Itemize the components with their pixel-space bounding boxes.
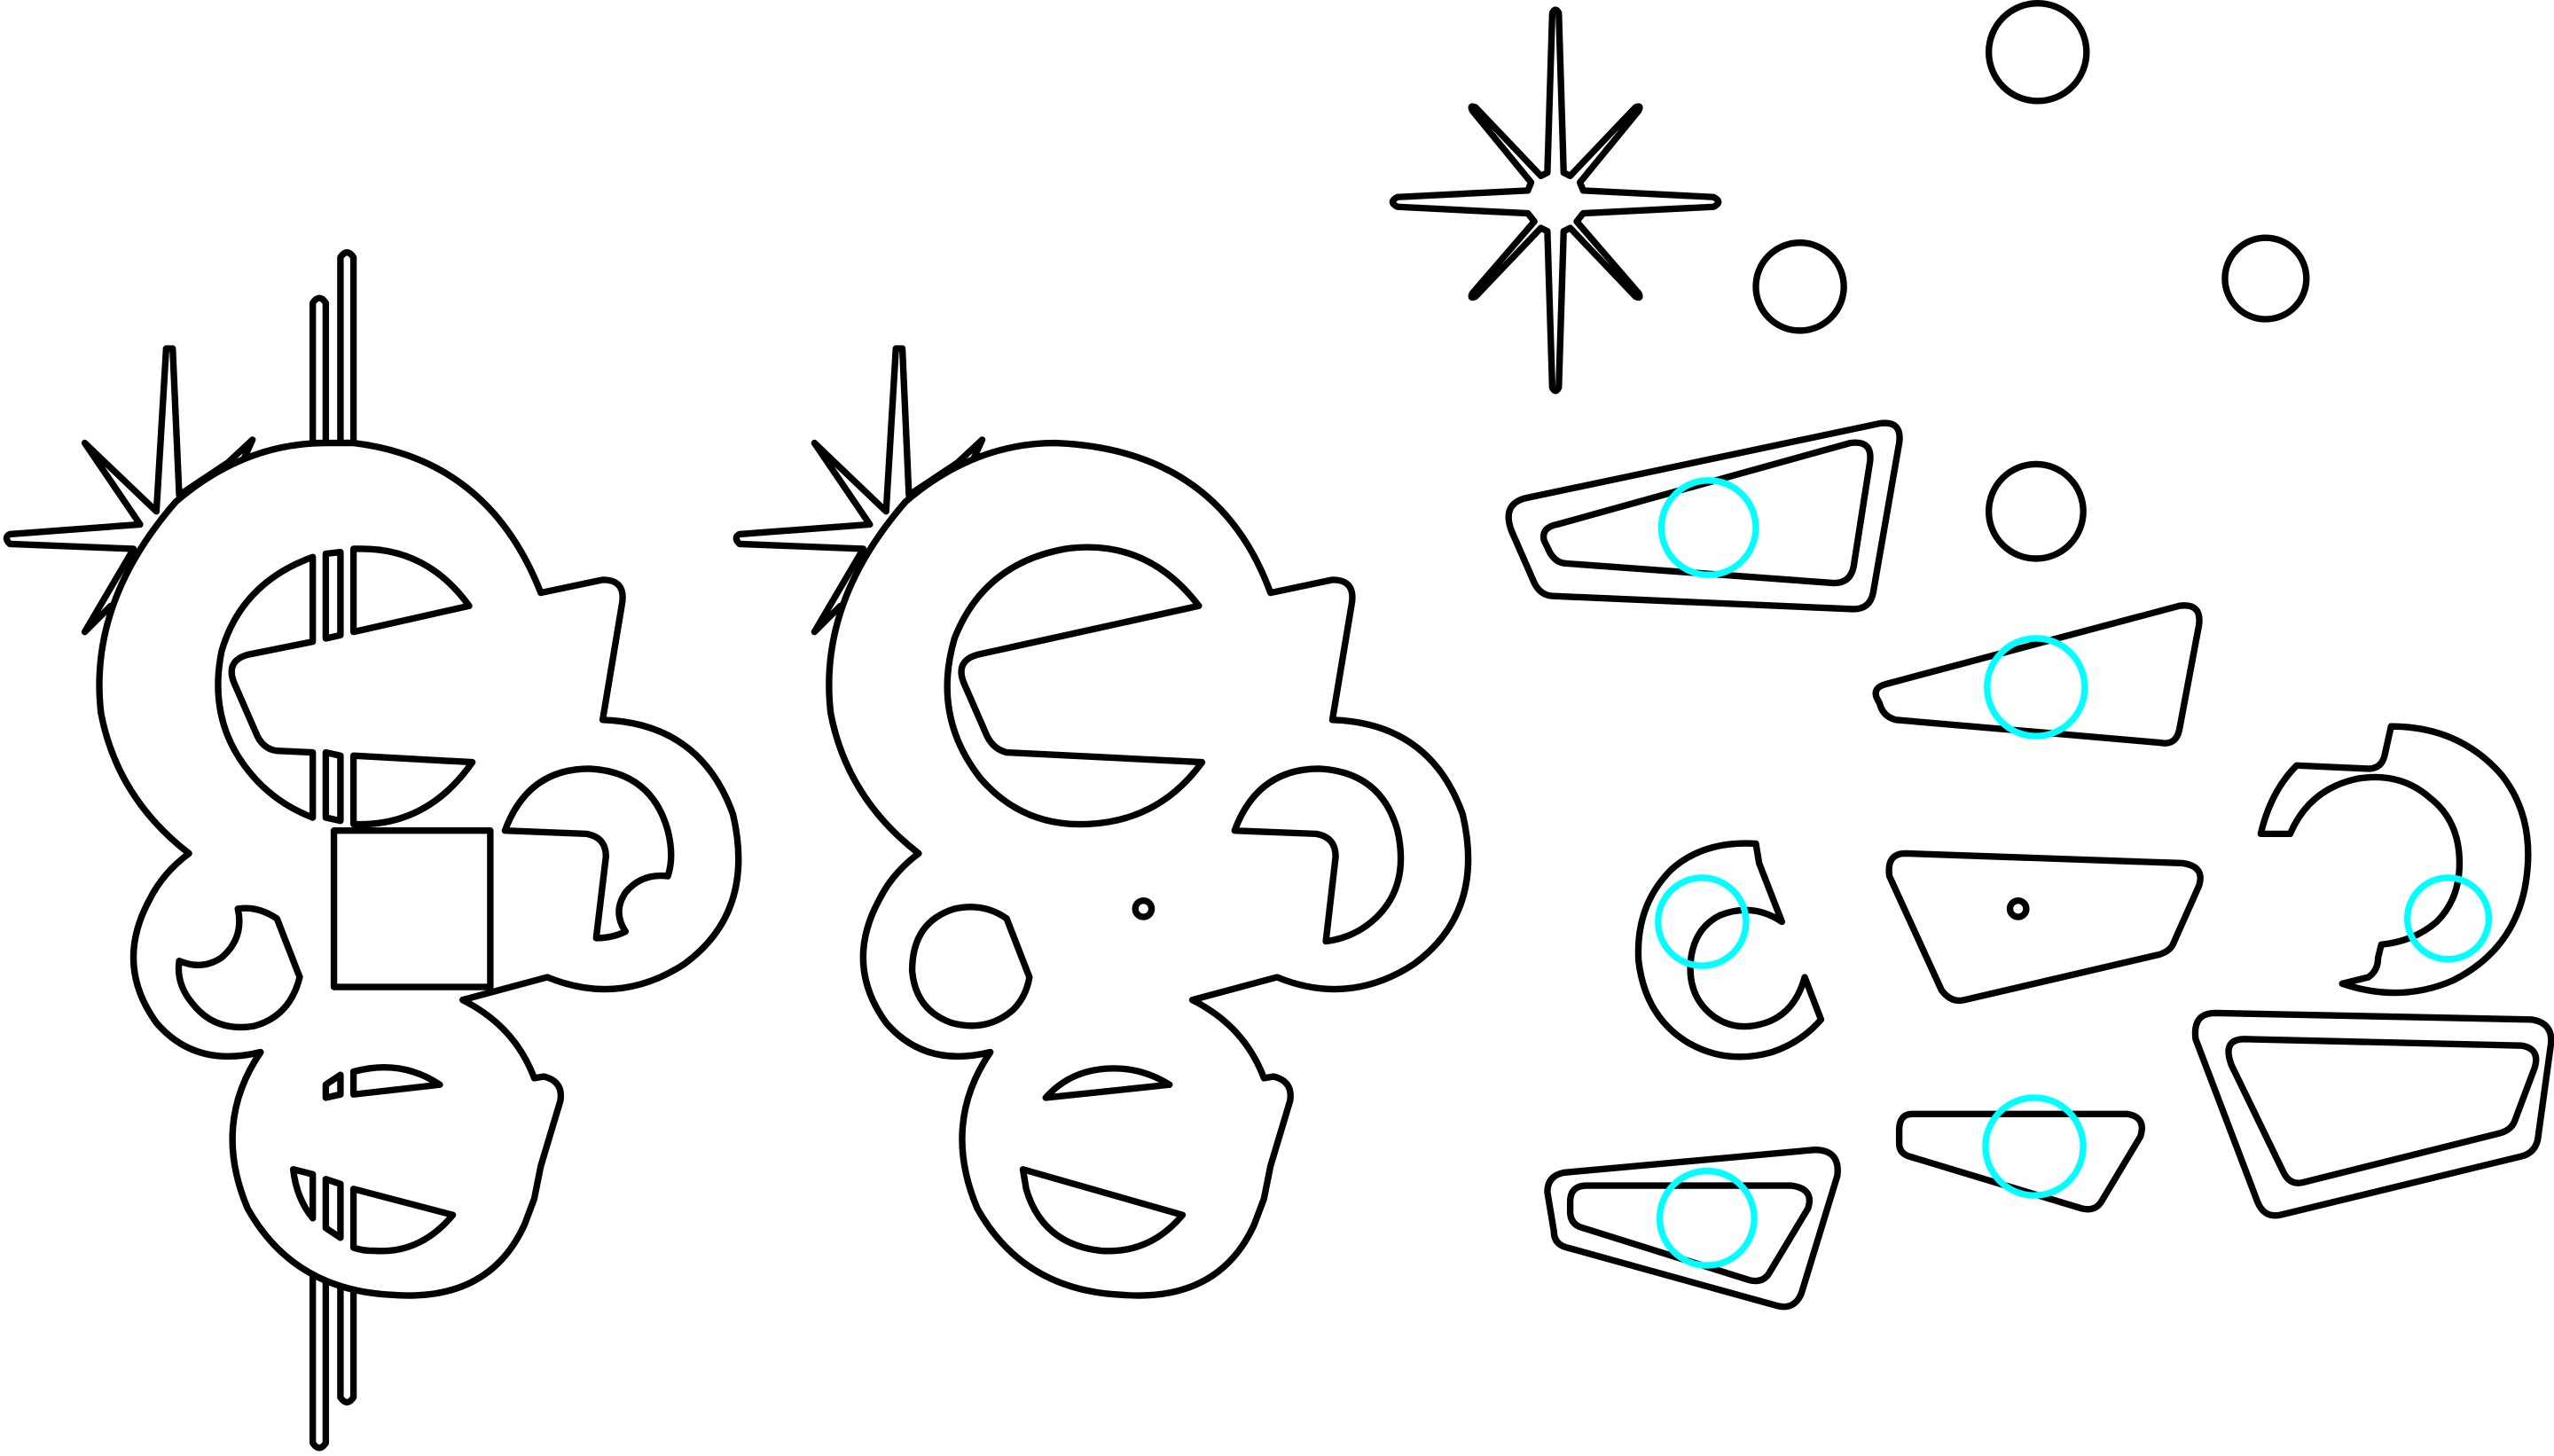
square-cutout: [330, 827, 494, 990]
ornament-base-layer: [733, 345, 1472, 1299]
vertical-bar-bottom-left: [309, 1266, 330, 1452]
guide-circle: [1656, 1167, 1758, 1269]
vertical-bar-right: [337, 249, 357, 447]
left-circle-cutout: [175, 904, 303, 1031]
base-left-cutout: [908, 904, 1033, 1029]
dot: [2221, 234, 2310, 323]
ring-segment: [2257, 723, 2532, 997]
lower-cutout-top: [322, 1064, 443, 1101]
trapezoid: [1885, 849, 2204, 1005]
guide-circle: [2403, 874, 2493, 963]
trapezoid-frame: [1505, 419, 1903, 613]
upper-c-cutout: [215, 545, 473, 821]
upper-c-lower-cutout: [322, 748, 476, 828]
guide-circle: [1657, 477, 1759, 579]
right-c-cutout: [501, 765, 675, 942]
lower-cutout-bottom: [289, 1166, 457, 1255]
trapezoid-frame: [2191, 1009, 2554, 1219]
ring-segment: [1634, 840, 1825, 1061]
dot: [1985, 460, 2087, 562]
base-body: [826, 439, 1472, 1299]
base-upper-cutout: [944, 544, 1206, 828]
base-starburst-rays: [733, 345, 986, 636]
guide-circle: [1655, 874, 1750, 969]
guide-circle: [1982, 1094, 2087, 1199]
base-pin-hole: [1132, 897, 1156, 920]
base-lower-cutout-bottom: [1019, 1166, 1187, 1255]
base-right-cutout: [1231, 765, 1405, 945]
vertical-bar-left: [309, 294, 330, 447]
dot: [1985, 0, 2090, 105]
cut-pieces: [1389, 0, 2554, 1311]
trapezoid-frame: [1544, 1147, 1841, 1311]
trapezoid: [1872, 602, 2203, 747]
assembled-ornament: [3, 249, 742, 1452]
dot: [1752, 239, 1847, 334]
registration-guides: [1655, 477, 2493, 1269]
starburst: [1389, 6, 1722, 395]
guide-circle: [1984, 635, 2088, 740]
trapezoid-pin-hole: [2006, 897, 2030, 920]
base-lower-cutout-top: [1042, 1065, 1173, 1101]
vertical-bar-bottom-right: [337, 1276, 357, 1405]
starburst-rays: [3, 345, 256, 636]
